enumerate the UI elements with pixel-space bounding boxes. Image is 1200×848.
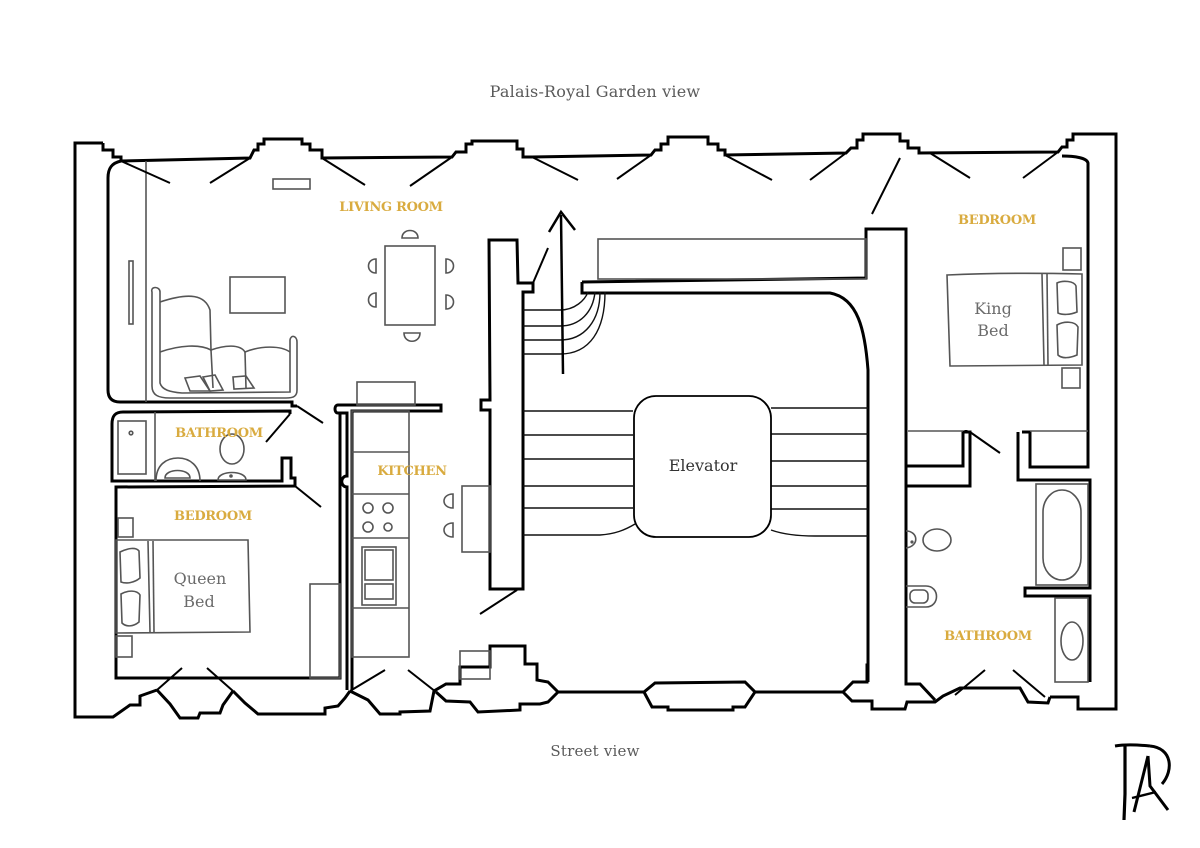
hall-bar-lower [580,282,870,682]
bottom-right-facade [841,686,1052,711]
kitchen-counter [351,410,410,658]
dining-chair [445,258,455,274]
dining-chair [367,292,377,308]
right-bathroom-fixtures [905,483,1089,683]
outer-walls [73,132,1118,720]
bidet [906,585,938,608]
cabinet [459,650,491,680]
king-bed-label: King [974,299,1012,318]
pillow [120,590,141,627]
left-outer-wall [73,141,158,719]
living-room-furniture [128,229,455,406]
pillow [119,547,141,584]
elevator-label: Elevator [669,456,738,475]
right-inner-wall [1022,154,1090,469]
pillow [1056,321,1079,359]
sink [1060,621,1084,661]
window-sills [145,161,1088,432]
bathroom-left-label: BATHROOM [175,426,263,441]
bathroom-right-label: BATHROOM [944,629,1032,644]
breakfast-bar [461,485,491,553]
elevator: Elevator [633,395,772,538]
bottom-facade [155,644,869,720]
kitchen-wall [333,403,443,690]
dining-chair [445,294,455,310]
bar-stool [443,493,454,509]
dining-chair [401,229,419,239]
nightstand [1061,367,1081,389]
king-bed-label: Bed [977,321,1008,340]
king-bed [946,272,1083,367]
bedroom-right-label: BEDROOM [958,213,1036,228]
queen-bed [115,539,251,634]
coffee-table [229,276,286,314]
bar-stool [443,522,454,538]
right-bedroom-furniture: King Bed [946,247,1083,389]
stairs-up-arrow [559,214,565,375]
burner [382,502,394,514]
spine-wall [479,238,535,591]
burner [362,521,374,533]
living-room-label: LIVING ROOM [339,200,442,215]
nightstand [117,517,134,538]
staircase [523,209,868,537]
bedroom-left-label: BEDROOM [174,509,252,524]
toilet [905,530,917,549]
garden-view-caption: Palais-Royal Garden view [489,82,701,101]
door-swings [120,151,1059,698]
queen-bed-label: Queen [174,569,227,588]
sideboard [356,381,416,406]
left-bedroom-furniture: Queen Bed [115,517,341,679]
kitchen-label: KITCHEN [377,464,447,479]
left-bathroom-walls [110,409,342,680]
kitchen-fixtures [351,410,491,680]
toilet [219,433,245,465]
arrow-head-icon [547,209,576,233]
right-bath-left-wall [904,486,937,702]
shower-tray [117,420,147,475]
left-inner-wall [106,159,297,408]
oven [361,546,397,606]
vanity [1054,597,1089,683]
room-labels: LIVING ROOM BATHROOM KITCHEN BEDROOM BED… [174,200,1036,644]
top-facade [101,132,1118,711]
sofa [150,286,298,399]
street-view-caption: Street view [550,742,640,760]
dining-chair [403,332,421,343]
dining-table [384,245,436,326]
pillow [1056,280,1078,316]
dining-chair [367,258,377,274]
burner [383,522,393,532]
nightstand [115,635,133,658]
washbasin [155,457,201,482]
monogram-TA-icon [1114,743,1171,821]
wardrobe [309,583,341,679]
bathtub [1035,483,1089,586]
left-bathroom-fixtures [117,412,247,482]
burner [362,502,374,514]
nightstand [1062,247,1082,271]
hall-console [597,238,867,280]
radiator [128,260,134,325]
queen-bed-label: Bed [183,592,214,611]
